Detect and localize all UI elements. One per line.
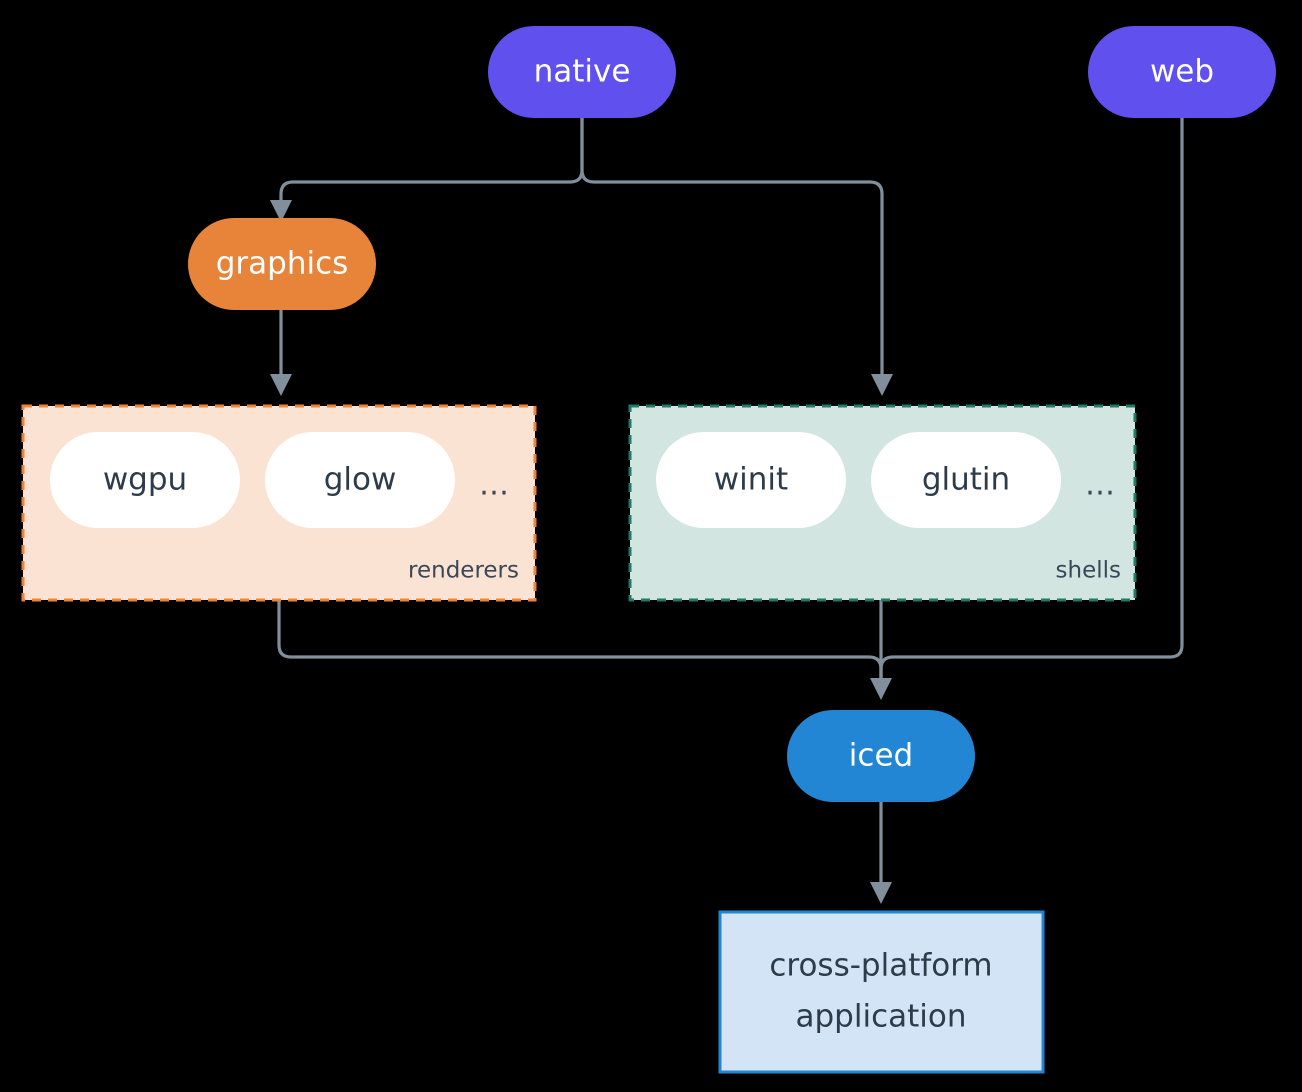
node-web-shape bbox=[1088, 26, 1276, 118]
edge-native-to-shells bbox=[580, 116, 884, 380]
node-glutin[interactable] bbox=[871, 432, 1061, 528]
node-winit[interactable] bbox=[656, 432, 846, 528]
arrowhead-iced-to-app bbox=[870, 882, 892, 904]
node-graphics-shape bbox=[188, 218, 376, 310]
node-cross-platform-application[interactable]: cross-platform application bbox=[718, 910, 1045, 1074]
group-renderers-caption: renderers bbox=[408, 558, 519, 584]
edge-renderers-to-iced bbox=[277, 598, 883, 684]
node-graphics[interactable]: graphics bbox=[188, 218, 376, 310]
edge-native-to-graphics bbox=[279, 116, 584, 208]
shells-ellipsis: … bbox=[1085, 468, 1115, 503]
node-native-label: native bbox=[534, 54, 631, 90]
group-renderers: wgpu glow … renderers bbox=[21, 404, 537, 602]
node-iced-shape bbox=[787, 710, 975, 802]
arrowhead-merge-to-iced bbox=[870, 678, 892, 700]
node-glow[interactable] bbox=[265, 432, 455, 528]
node-glutin-label: glutin bbox=[922, 462, 1010, 498]
node-glow-label: glow bbox=[324, 462, 397, 498]
node-graphics-label: graphics bbox=[216, 246, 349, 282]
node-app-label-line1: cross-platform bbox=[769, 948, 992, 984]
node-native[interactable]: native bbox=[488, 26, 676, 118]
node-wgpu[interactable] bbox=[50, 432, 240, 528]
node-app-shape bbox=[718, 910, 1045, 1074]
node-wgpu-label: wgpu bbox=[103, 462, 187, 498]
node-winit-label: winit bbox=[714, 462, 788, 498]
edge-web-to-iced bbox=[879, 116, 1184, 684]
edge-layer bbox=[270, 116, 1184, 904]
node-iced[interactable]: iced bbox=[787, 710, 975, 802]
node-web[interactable]: web bbox=[1088, 26, 1276, 118]
node-native-shape bbox=[488, 26, 676, 118]
group-shells: winit glutin … shells bbox=[628, 404, 1137, 602]
renderers-ellipsis: … bbox=[479, 468, 509, 503]
group-shells-caption: shells bbox=[1056, 558, 1121, 584]
node-web-label: web bbox=[1150, 54, 1214, 90]
arrowhead-native-to-graphics bbox=[270, 200, 292, 222]
arrowhead-graphics-to-renderers bbox=[270, 374, 292, 396]
arrowhead-native-to-shells bbox=[871, 374, 893, 396]
node-iced-label: iced bbox=[849, 738, 913, 774]
node-app-label-line2: application bbox=[796, 999, 967, 1035]
